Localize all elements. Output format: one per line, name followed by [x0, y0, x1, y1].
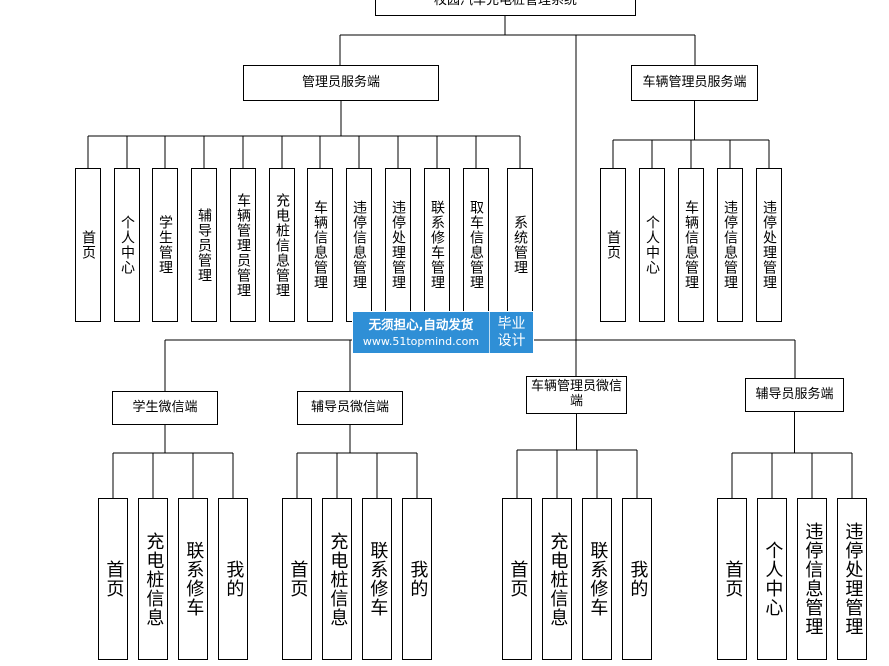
function-item-label: 联系修车管理: [429, 200, 446, 290]
group-header-5: 辅导员服务端: [745, 378, 844, 412]
function-item: 个人中心: [757, 498, 787, 660]
function-item-label: 学生管理: [157, 215, 174, 275]
function-item: 学生管理: [152, 168, 178, 322]
function-item-label: 首页: [605, 230, 622, 260]
function-item: 系统管理: [507, 168, 533, 322]
group-header-label: 学生微信端: [132, 399, 198, 415]
function-item: 充电桩信息管理: [269, 168, 295, 322]
group-header-3: 辅导员微信端: [297, 391, 403, 425]
function-item-label: 系统管理: [512, 215, 529, 275]
function-item: 车辆管理员管理: [230, 168, 256, 322]
function-item-label: 联系修车: [183, 541, 205, 617]
function-item-label: 违停处理管理: [761, 200, 778, 290]
function-item-label: 我的: [407, 560, 429, 598]
function-item: 违停处理管理: [756, 168, 782, 322]
root-box: 校园汽车充电桩管理系统: [375, 0, 636, 16]
group-header-2: 学生微信端: [112, 391, 218, 425]
function-item-label: 我的: [223, 560, 245, 598]
function-item-label: 充电桩信息: [327, 531, 349, 627]
function-item: 辅导员管理: [191, 168, 217, 322]
function-item: 首页: [75, 168, 101, 322]
function-item: 联系修车: [178, 498, 208, 660]
watermark-line2: www.51topmind.com: [362, 334, 480, 348]
function-item-label: 取车信息管理: [468, 200, 485, 290]
group-header-label: 车辆管理员服务端: [642, 74, 747, 90]
function-item-label: 充电桩信息: [547, 531, 569, 627]
function-item: 我的: [218, 498, 248, 660]
watermark-badge: 毕业 设计: [489, 312, 533, 353]
function-item: 首页: [98, 498, 128, 660]
group-header-label: 辅导员服务端: [755, 386, 834, 402]
group-header-label: 辅导员微信端: [310, 399, 389, 415]
function-item-label: 个人中心: [644, 215, 661, 275]
group-header-label: 管理员服务端: [301, 74, 380, 90]
function-item-label: 个人中心: [119, 215, 136, 275]
function-item: 充电桩信息: [322, 498, 352, 660]
function-item-label: 违停信息管理: [351, 200, 368, 290]
function-item: 违停信息管理: [346, 168, 372, 322]
function-item: 联系修车: [362, 498, 392, 660]
function-item-label: 违停信息管理: [722, 200, 739, 290]
function-item-label: 违停处理管理: [842, 522, 864, 636]
function-item-label: 联系修车: [367, 541, 389, 617]
function-item-label: 联系修车: [587, 541, 609, 617]
function-item: 联系修车: [582, 498, 612, 660]
function-item-label: 充电桩信息管理: [274, 192, 291, 298]
function-item-label: 违停处理管理: [390, 200, 407, 290]
function-item-label: 车辆管理员管理: [235, 192, 252, 298]
group-header-0: 管理员服务端: [243, 65, 439, 101]
function-item-label: 充电桩信息: [143, 531, 165, 627]
group-header-4: 车辆管理员微信端: [526, 376, 627, 414]
function-item-label: 我的: [627, 560, 649, 598]
function-item-label: 首页: [722, 560, 744, 598]
function-item: 充电桩信息: [138, 498, 168, 660]
function-item: 首页: [282, 498, 312, 660]
function-item-label: 车辆信息管理: [683, 200, 700, 290]
function-item: 首页: [502, 498, 532, 660]
group-header-1: 车辆管理员服务端: [631, 65, 758, 101]
watermark-line1: 无须担心,自动发货: [368, 316, 474, 332]
function-item: 我的: [622, 498, 652, 660]
function-item: 联系修车管理: [424, 168, 450, 322]
group-header-label: 车辆管理员微信端: [530, 379, 622, 409]
watermark-badge-line2: 设计: [497, 332, 526, 349]
function-item: 违停信息管理: [797, 498, 827, 660]
function-item-label: 首页: [287, 560, 309, 598]
function-item: 首页: [717, 498, 747, 660]
function-item: 车辆信息管理: [678, 168, 704, 322]
function-item: 首页: [600, 168, 626, 322]
watermark-banner: 无须担心,自动发货 www.51topmind.com 毕业 设计: [352, 311, 534, 354]
function-item: 违停处理管理: [385, 168, 411, 322]
function-item: 车辆信息管理: [307, 168, 333, 322]
function-item: 个人中心: [114, 168, 140, 322]
function-item: 违停信息管理: [717, 168, 743, 322]
function-item-label: 个人中心: [762, 541, 784, 617]
function-item: 个人中心: [639, 168, 665, 322]
function-item: 充电桩信息: [542, 498, 572, 660]
function-item-label: 首页: [507, 560, 529, 598]
function-item: 我的: [402, 498, 432, 660]
function-item-label: 违停信息管理: [802, 522, 824, 636]
watermark-badge-line1: 毕业: [497, 315, 526, 332]
function-item-label: 首页: [103, 560, 125, 598]
function-item-label: 车辆信息管理: [312, 200, 329, 290]
function-item-label: 辅导员管理: [196, 207, 213, 283]
function-item: 取车信息管理: [463, 168, 489, 322]
root-label: 校园汽车充电桩管理系统: [433, 0, 577, 8]
function-item: 违停处理管理: [837, 498, 867, 660]
function-item-label: 首页: [80, 230, 97, 260]
